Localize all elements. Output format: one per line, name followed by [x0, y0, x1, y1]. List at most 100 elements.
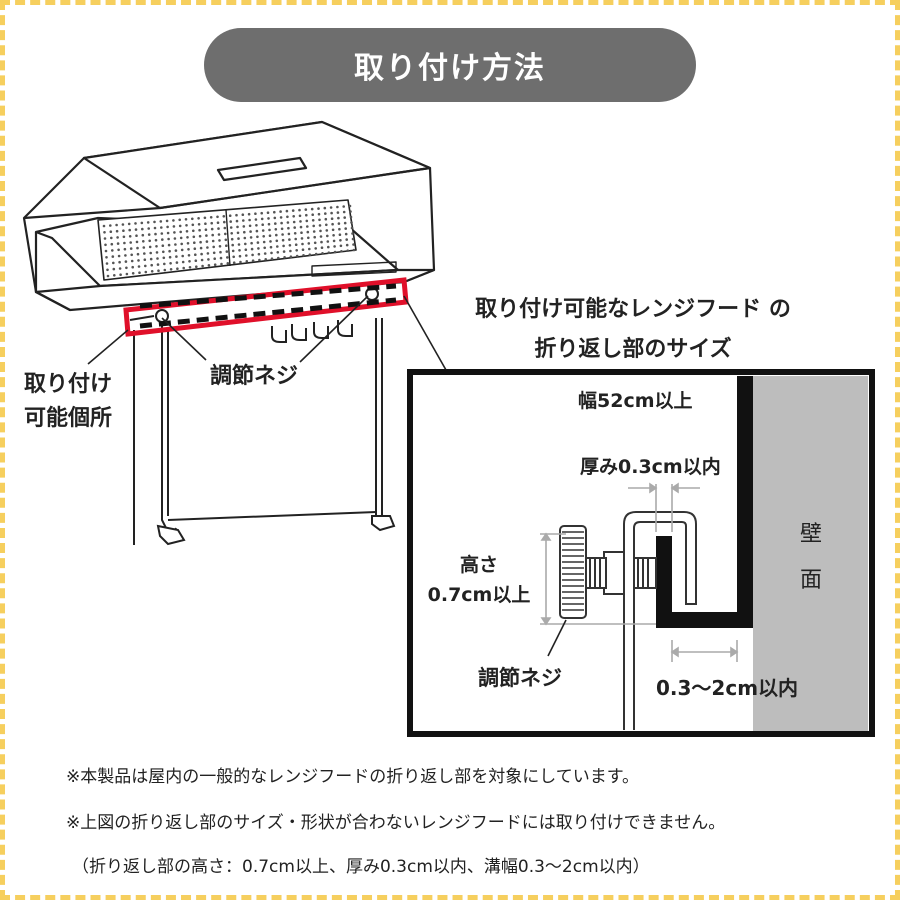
filter-perforation	[148, 239, 151, 243]
filter-perforation	[169, 262, 172, 265]
filter-perforation	[248, 224, 252, 228]
filter-perforation	[210, 221, 213, 225]
filter-perforation	[281, 238, 285, 242]
filter-perforation	[321, 252, 324, 255]
filter-perforation	[226, 262, 230, 265]
filter-perforation	[232, 261, 236, 265]
filter-perforation	[131, 265, 134, 269]
filter-perforation	[135, 234, 138, 237]
filter-perforation	[181, 254, 184, 258]
filter-perforation	[117, 248, 120, 252]
filter-perforation	[174, 243, 177, 246]
filter-perforation	[287, 232, 291, 236]
filter-perforation	[349, 210, 352, 213]
filter-perforation	[191, 217, 194, 221]
filter-perforation	[125, 272, 129, 276]
filter-perforation	[169, 268, 173, 271]
filter-perforation	[236, 231, 240, 235]
filter-perforation	[294, 243, 298, 246]
filter-perforation	[300, 231, 303, 234]
filter-perforation	[257, 252, 261, 256]
filter-perforation	[350, 226, 354, 230]
filter-perforation	[156, 257, 159, 260]
hood-adjust-screw-label: 調節ネジ	[210, 364, 299, 389]
filter-perforation	[324, 217, 328, 221]
filter-perforation	[229, 226, 233, 229]
filter-perforation	[254, 212, 257, 215]
filter-perforation	[239, 260, 242, 264]
filter-perforation	[199, 246, 203, 250]
filter-perforation	[268, 228, 271, 232]
filter-perforation	[154, 238, 158, 242]
filter-perforation	[310, 207, 314, 211]
filter-perforation	[166, 231, 170, 235]
filter-perforation	[102, 224, 106, 228]
filter-perforation	[330, 217, 334, 220]
filter-perforation	[285, 209, 289, 213]
filter-perforation	[155, 245, 158, 248]
filter-perforation	[155, 251, 159, 254]
filter-perforation	[134, 228, 138, 231]
filter-perforation	[124, 260, 128, 263]
filter-perforation	[345, 238, 349, 241]
filter-perforation	[180, 248, 184, 252]
detail-heading-line2: 折り返し部のサイズ	[534, 337, 732, 362]
filter-perforation	[283, 255, 286, 259]
filter-perforation	[148, 245, 152, 249]
filter-perforation	[142, 240, 145, 243]
filter-perforation	[205, 240, 209, 243]
filter-perforation	[270, 251, 273, 255]
filter-perforation	[331, 228, 335, 232]
filter-perforation	[143, 258, 147, 262]
filter-perforation	[266, 211, 270, 214]
filter-perforation	[103, 231, 106, 234]
filter-perforation	[329, 206, 333, 209]
filter-perforation	[262, 235, 266, 238]
filter-perforation	[185, 224, 188, 227]
filter-perforation	[165, 219, 169, 223]
filter-perforation	[292, 220, 296, 224]
filter-perforation	[251, 253, 254, 257]
filter-perforation	[141, 227, 144, 231]
filter-perforation	[113, 274, 116, 277]
filter-perforation	[275, 239, 279, 243]
filter-perforation	[147, 233, 151, 236]
filter-perforation	[212, 251, 216, 255]
filter-perforation	[141, 233, 145, 237]
mount-area-label-line1: 取り付け	[24, 372, 113, 397]
filter-perforation	[261, 229, 265, 232]
filter-perforation	[127, 222, 131, 226]
filter-perforation	[197, 217, 200, 220]
filter-perforation	[238, 254, 242, 258]
filter-perforation	[237, 243, 241, 246]
filter-perforation	[302, 254, 305, 257]
filter-perforation	[175, 255, 178, 258]
height-label-line2: 0.7cm以上	[427, 584, 531, 606]
filter-perforation	[332, 234, 335, 237]
filter-perforation	[281, 233, 284, 236]
wall-label-line1: 壁	[799, 522, 822, 547]
filter-perforation	[131, 272, 135, 275]
filter-perforation	[201, 264, 204, 268]
filter-perforation	[295, 249, 299, 252]
filter-perforation	[343, 221, 347, 225]
filter-perforation	[289, 255, 293, 258]
filter-perforation	[161, 238, 164, 241]
filter-perforation	[122, 229, 125, 232]
filter-perforation	[279, 216, 283, 219]
filter-perforation	[340, 250, 343, 253]
filter-perforation	[273, 210, 276, 214]
mount-area-label: 取り付け 可能個所	[24, 368, 112, 436]
filter-perforation	[293, 232, 297, 235]
filter-perforation	[249, 230, 252, 233]
filter-perforation	[198, 228, 201, 232]
filter-perforation	[118, 260, 121, 264]
filter-perforation	[305, 219, 309, 223]
filter-perforation	[173, 231, 176, 234]
filter-perforation	[159, 220, 163, 223]
filter-perforation	[161, 244, 165, 247]
filter-perforation	[305, 213, 308, 217]
filter-perforation	[121, 223, 125, 226]
filter-perforation	[154, 232, 157, 236]
filter-perforation	[179, 236, 183, 240]
